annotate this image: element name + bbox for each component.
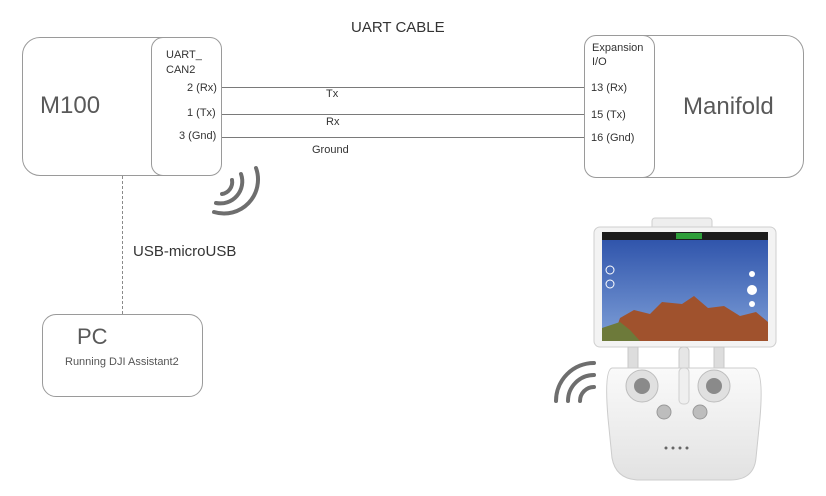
pc-label: PC	[77, 324, 108, 349]
m100-pin-gnd: 3 (Gnd)	[179, 130, 217, 142]
wire-tx-label: Tx	[326, 88, 339, 100]
wireless-signal-icon	[554, 361, 596, 403]
manifold-port-title-line2: I/O	[592, 56, 607, 68]
m100-pin-tx: 1 (Tx)	[187, 107, 216, 119]
wire-tx-line	[222, 87, 584, 88]
manifold-port-panel	[584, 35, 655, 178]
manifold-port-title-line1: Expansion	[592, 42, 644, 54]
remote-controller-icon	[593, 217, 777, 481]
manifold-pin-rx: 13 (Rx)	[591, 82, 628, 94]
m100-port-title-line2: CAN2	[166, 64, 196, 76]
manifold-label: Manifold	[683, 93, 774, 120]
usb-link-label: USB-microUSB	[133, 243, 237, 260]
m100-pin-rx: 2 (Rx)	[187, 82, 217, 94]
pc-box	[42, 314, 203, 397]
wire-rx-label: Rx	[326, 116, 340, 128]
wireless-signal-icon	[212, 166, 260, 216]
manifold-pin-gnd: 16 (Gnd)	[591, 132, 635, 144]
pc-sublabel: Running DJI Assistant2	[65, 356, 179, 368]
m100-port-panel	[151, 37, 222, 176]
wire-rx-line	[222, 114, 584, 115]
m100-label: M100	[40, 92, 101, 119]
wire-ground-label: Ground	[312, 144, 349, 156]
manifold-pin-tx: 15 (Tx)	[591, 109, 626, 121]
wire-ground-line	[222, 137, 584, 138]
usb-link-line	[122, 176, 123, 314]
m100-port-title-line1: UART_	[166, 49, 202, 61]
diagram-title: UART CABLE	[351, 19, 445, 36]
